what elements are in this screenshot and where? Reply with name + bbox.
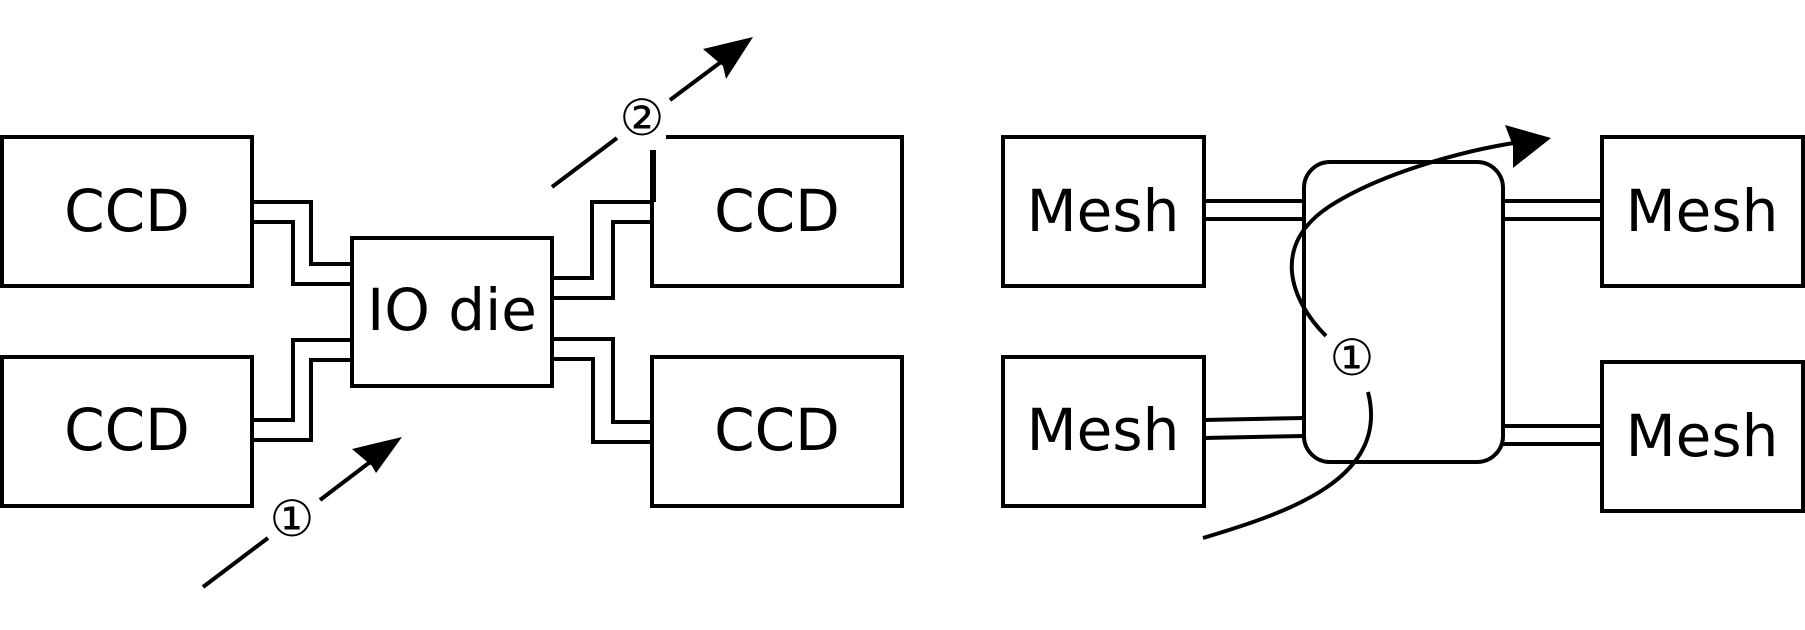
arrow-2-top-marker: ② bbox=[620, 89, 665, 147]
ccd-top-left: CCD bbox=[0, 135, 254, 288]
link-top-left-inner bbox=[252, 220, 350, 286]
link-top-right-inner bbox=[554, 220, 652, 300]
ccd-top-left-label: CCD bbox=[64, 177, 190, 245]
left-diagram: CCD CCD CCD CCD IO die ① bbox=[0, 37, 904, 589]
link-bottom-right-outer bbox=[554, 337, 652, 424]
ccd-top-right-gap bbox=[640, 132, 666, 150]
mesh-bottom-left: Mesh bbox=[1001, 355, 1206, 508]
arrow-2-top-head bbox=[703, 37, 753, 79]
ccd-top-right: CCD bbox=[650, 135, 904, 288]
link-bottom-left-outer bbox=[252, 338, 350, 422]
curved-path-marker: ① bbox=[1330, 329, 1375, 387]
link-top-left-outer bbox=[252, 200, 350, 266]
ccd-top-right-label: CCD bbox=[714, 177, 840, 245]
mesh-bottom-left-label: Mesh bbox=[1027, 396, 1180, 464]
ccd-bottom-right: CCD bbox=[650, 355, 904, 508]
ccd-bottom-left-label: CCD bbox=[64, 396, 190, 464]
link-bottom-right-inner bbox=[554, 357, 652, 444]
io-die-label: IO die bbox=[367, 276, 537, 344]
mesh-top-left: Mesh bbox=[1001, 135, 1206, 288]
link-bottom-left-inner bbox=[252, 358, 350, 442]
ccd-bottom-left: CCD bbox=[0, 355, 254, 508]
curved-path-arrow-head bbox=[1505, 125, 1551, 168]
right-diagram: Mesh Mesh Mesh Mesh ① bbox=[1001, 125, 1805, 540]
mesh-top-left-label: Mesh bbox=[1027, 177, 1180, 245]
arrow-1-left-head bbox=[352, 437, 402, 473]
mesh-bottom-right-label: Mesh bbox=[1626, 402, 1779, 470]
arrow-1-left: ① bbox=[201, 437, 402, 589]
mesh-top-right: Mesh bbox=[1600, 135, 1805, 288]
io-die: IO die bbox=[350, 236, 554, 388]
mesh-top-right-label: Mesh bbox=[1626, 177, 1779, 245]
central-switch bbox=[1302, 160, 1505, 464]
mesh-links bbox=[1203, 199, 1602, 446]
arrow-2-top: ② bbox=[550, 37, 753, 189]
arrow-1-left-marker: ① bbox=[270, 490, 315, 548]
ccd-links bbox=[252, 200, 652, 444]
link-top-right-outer bbox=[554, 200, 652, 280]
mesh-bottom-right: Mesh bbox=[1600, 360, 1805, 513]
ccd-bottom-right-label: CCD bbox=[714, 396, 840, 464]
curved-path-arrow: ① bbox=[1202, 125, 1551, 540]
